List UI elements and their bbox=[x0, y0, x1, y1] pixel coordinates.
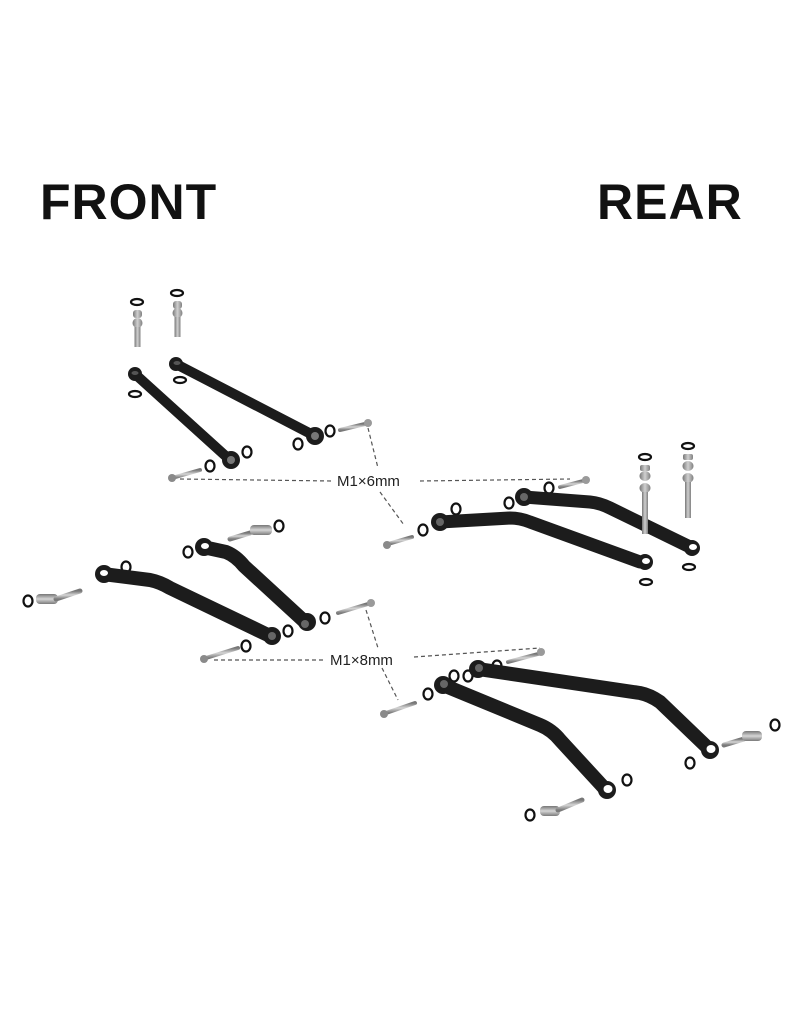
front-heading: FRONT bbox=[40, 174, 218, 230]
straight-link bbox=[169, 357, 324, 445]
screw bbox=[336, 599, 375, 615]
screw bbox=[383, 535, 414, 549]
m1x8-label: M1×8mm bbox=[330, 652, 393, 669]
bent-link bbox=[469, 660, 719, 759]
rear-heading: REAR bbox=[597, 174, 743, 230]
bent-link bbox=[515, 488, 700, 556]
screw bbox=[506, 648, 545, 664]
front-upper-assembly bbox=[127, 288, 372, 482]
straight-link bbox=[128, 367, 240, 469]
m1x6-callout: M1×6mm bbox=[179, 427, 571, 526]
rear-upper-assembly bbox=[383, 441, 700, 587]
ball-stud bbox=[22, 588, 83, 608]
screw bbox=[200, 646, 240, 663]
bent-link bbox=[95, 565, 281, 645]
screw bbox=[558, 476, 590, 489]
m1x6-label: M1×6mm bbox=[337, 473, 400, 490]
ball-stud bbox=[169, 288, 185, 337]
rear-lower-assembly bbox=[380, 648, 781, 822]
screw bbox=[168, 468, 202, 482]
bent-link bbox=[431, 511, 653, 570]
bent-link bbox=[195, 538, 316, 631]
front-lower-assembly bbox=[22, 519, 375, 663]
ball-stud bbox=[524, 797, 585, 822]
screw bbox=[338, 419, 372, 432]
long-ball-stud bbox=[680, 441, 696, 518]
bent-link bbox=[434, 676, 616, 799]
m1x8-callout: M1×8mm bbox=[214, 609, 541, 701]
long-ball-stud bbox=[637, 452, 653, 534]
ball-stud bbox=[227, 519, 285, 542]
screw bbox=[380, 701, 417, 718]
ball-stud bbox=[129, 297, 145, 347]
ball-stud bbox=[721, 718, 781, 748]
